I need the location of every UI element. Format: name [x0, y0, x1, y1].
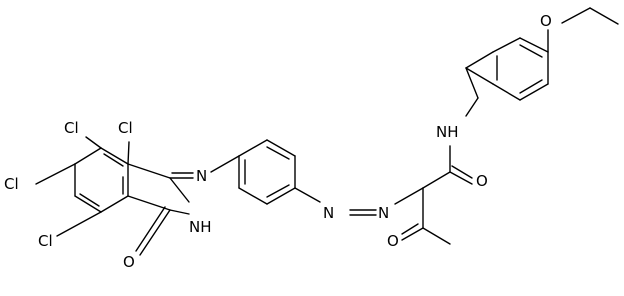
acetoacetamide-chain: [394, 97, 479, 245]
azo-bond: [349, 209, 377, 216]
cl-top-right-label: Cl: [118, 119, 133, 137]
amide-nh-label: NH: [436, 123, 459, 141]
azo-n2-label: N: [378, 204, 389, 222]
lactam-nh-label: NH: [189, 218, 212, 236]
cl-bottom-left-label: Cl: [38, 232, 53, 250]
cl-middle-left-label: Cl: [4, 175, 19, 193]
atom-labels: Cl Cl Cl Cl N NH O N N NH O O O: [4, 12, 552, 271]
ether-o-label: O: [540, 12, 552, 30]
imine-bond: [169, 172, 194, 179]
imine-n-label: N: [196, 167, 207, 185]
cl-top-left-label: Cl: [64, 119, 79, 137]
chlorine-bonds: [35, 136, 130, 237]
lactam-ring: [127, 163, 190, 256]
ketone-o-label: O: [387, 232, 399, 250]
azo-n1-label: N: [323, 204, 334, 222]
amide-o-label: O: [476, 172, 488, 190]
tetrachloro-benzene-ring: [74, 147, 129, 213]
central-phenylene-ring: [210, 139, 321, 205]
ethoxyphenyl-ring: [465, 7, 619, 101]
lactam-o-label: O: [123, 253, 135, 271]
